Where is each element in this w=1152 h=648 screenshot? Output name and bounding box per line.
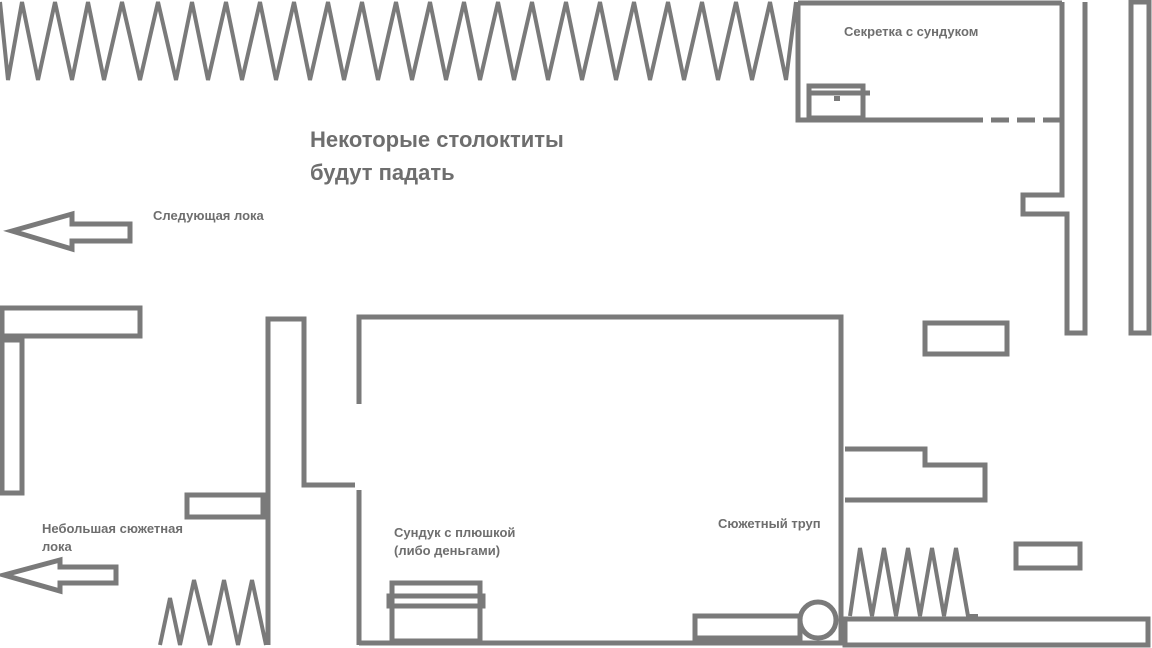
label-story-corpse: Сюжетный труп [718, 516, 821, 531]
secret-room-wall [795, 2, 965, 123]
right-ledge [845, 446, 988, 503]
left-upper-platform [0, 305, 143, 339]
bun-chest [389, 580, 483, 644]
big-room-wall [356, 314, 844, 645]
arrow-next-location-icon [3, 210, 133, 253]
left-step [184, 492, 266, 520]
label-chest-with-bun-1: Сундук с плюшкой [394, 525, 515, 540]
right-column-outer [1128, 0, 1152, 336]
floating-block-2 [1013, 541, 1083, 571]
label-small-story-location-2: лока [42, 539, 73, 554]
floor-spikes-right [848, 547, 978, 618]
floating-block-1 [922, 320, 1010, 357]
central-pillar [265, 316, 355, 645]
label-falling-stalactites-1: Некоторые столоктиты [310, 127, 564, 152]
label-next-location: Следующая лока [153, 208, 265, 223]
label-small-story-location-1: Небольшая сюжетная [42, 521, 183, 536]
secret-chest [806, 83, 866, 121]
corpse-body [692, 613, 803, 641]
left-pillar [0, 337, 25, 496]
label-secret-chest: Секретка с сундуком [844, 24, 978, 39]
label-falling-stalactites-2: будут падать [310, 160, 455, 185]
bun-chest-lid [386, 593, 486, 609]
bottom-right-floor [842, 616, 1151, 648]
right-column-inner [1020, 2, 1088, 336]
arrow-story-location-icon [0, 556, 119, 595]
label-chest-with-bun-2: (либо деньгами) [394, 543, 500, 558]
floor-spikes-left [158, 579, 268, 646]
secret-chest-lock [834, 96, 840, 101]
corpse-head [797, 599, 839, 641]
ceiling-stalactites [0, 1, 798, 81]
